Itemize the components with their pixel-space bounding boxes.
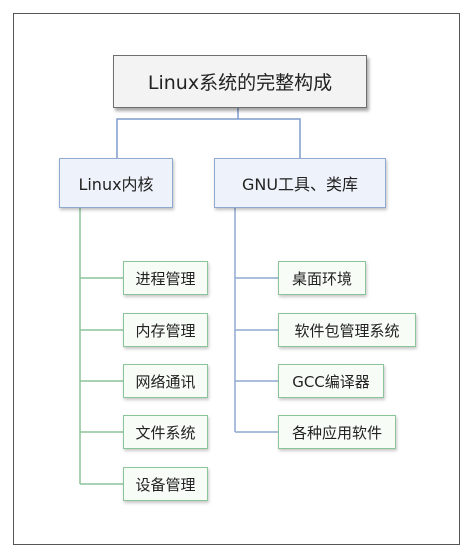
leaf-node-memory-mgmt: 内存管理 [123, 313, 208, 347]
branch-label: Linux内核 [78, 175, 154, 194]
leaf-label: 内存管理 [135, 321, 196, 340]
leaf-node-network: 网络通讯 [123, 364, 208, 398]
kernel-tree-connector [79, 208, 123, 485]
root-node: Linux系统的完整构成 [113, 55, 367, 108]
branch-node-kernel: Linux内核 [59, 158, 173, 208]
root-label: Linux系统的完整构成 [147, 72, 333, 94]
leaf-node-package-mgmt: 软件包管理系统 [278, 313, 416, 347]
branch-label: GNU工具、类库 [241, 175, 359, 194]
leaf-node-gcc: GCC编译器 [278, 364, 384, 398]
leaf-node-desktop: 桌面环境 [278, 261, 366, 295]
leaf-label: 设备管理 [135, 475, 196, 494]
leaf-label: 进程管理 [135, 269, 196, 288]
root-connector [116, 108, 301, 158]
branch-node-gnu: GNU工具、类库 [214, 158, 386, 208]
leaf-label: 桌面环境 [291, 269, 352, 288]
leaf-label: 软件包管理系统 [294, 321, 400, 340]
leaf-label: 网络通讯 [135, 372, 196, 391]
leaf-label: GCC编译器 [292, 372, 370, 391]
leaf-label: 文件系统 [135, 423, 196, 442]
leaf-node-filesystem: 文件系统 [123, 415, 208, 449]
leaf-node-process-mgmt: 进程管理 [123, 261, 208, 295]
leaf-node-applications: 各种应用软件 [278, 415, 396, 449]
leaf-node-device-mgmt: 设备管理 [123, 467, 208, 501]
gnu-tree-connector [234, 208, 278, 433]
leaf-label: 各种应用软件 [291, 423, 382, 442]
